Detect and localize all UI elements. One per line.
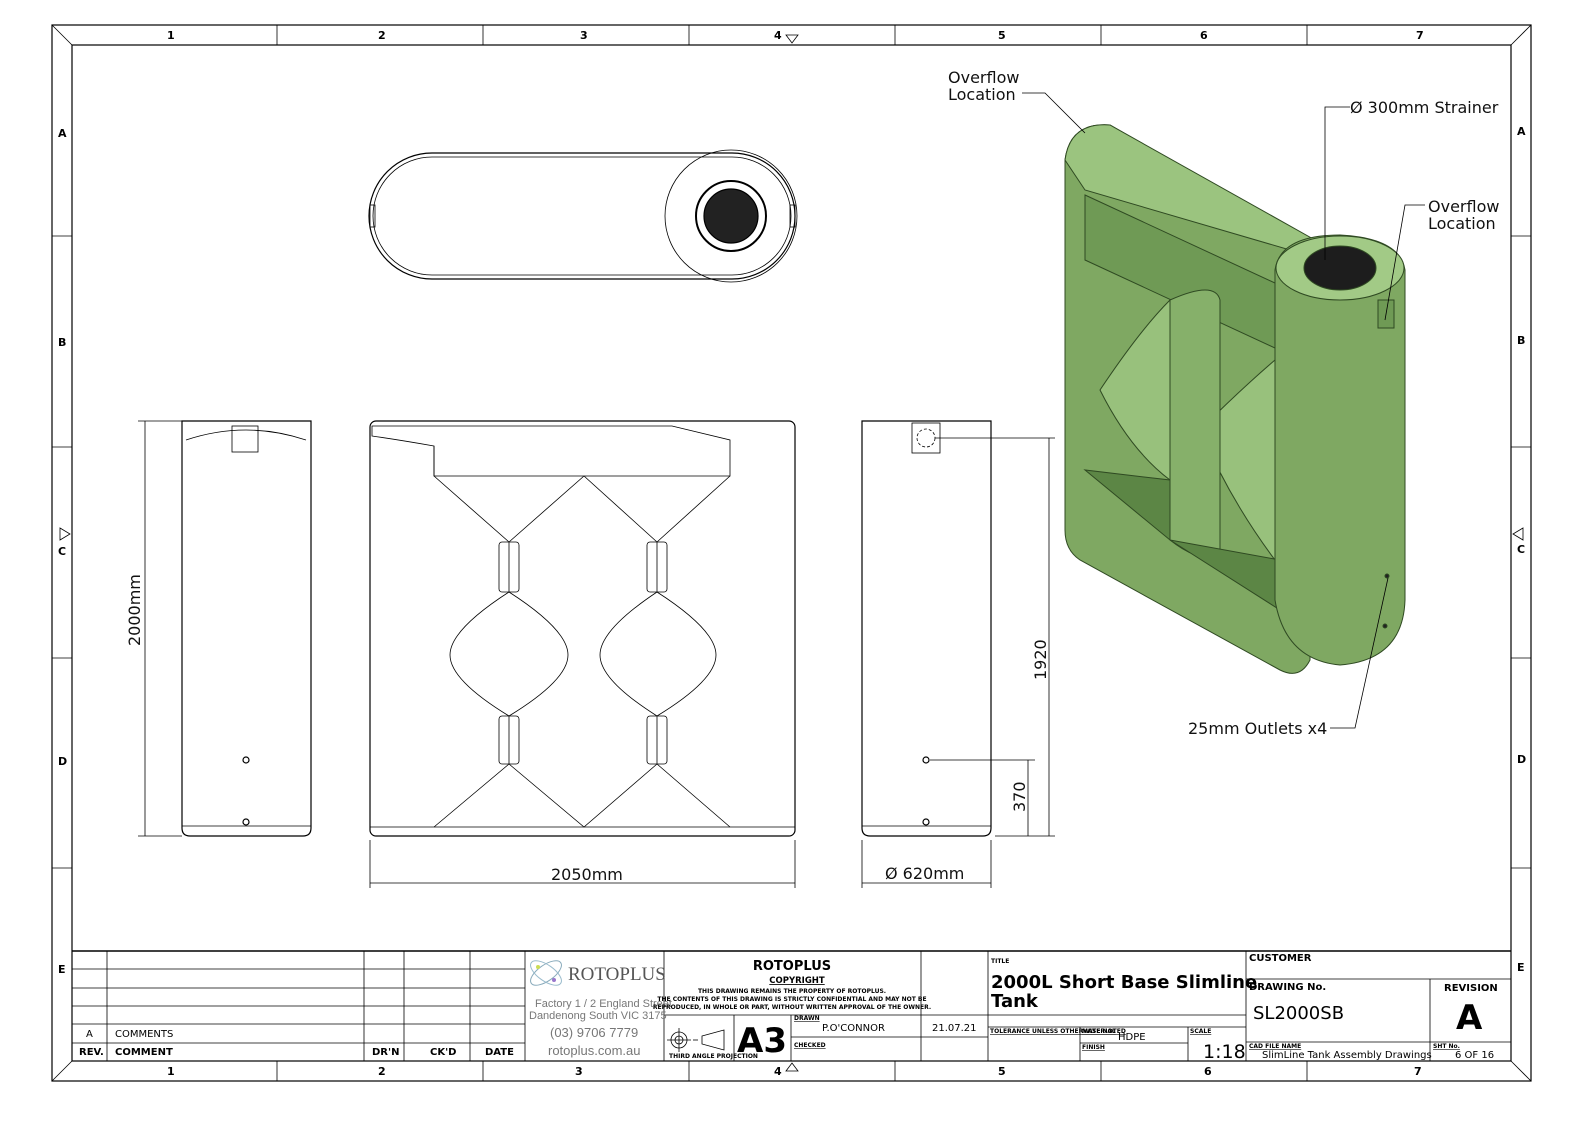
svg-text:2: 2 xyxy=(378,29,386,42)
height-dimension: 2000mm xyxy=(125,574,144,646)
title-block-lines xyxy=(72,950,1511,1061)
company-address-1: Factory 1 / 2 England Street xyxy=(535,998,672,1010)
callout-strainer: Ø 300mm Strainer xyxy=(1350,98,1499,117)
svg-text:7: 7 xyxy=(1414,1065,1422,1078)
scale-value: 1:18 xyxy=(1203,1041,1246,1063)
svg-text:D: D xyxy=(58,755,67,768)
rotoplus-logo: ROTOPLUS xyxy=(530,960,666,986)
sheet-size: A3 xyxy=(737,1021,787,1061)
side-view-right xyxy=(861,420,1055,888)
top-view xyxy=(368,149,798,283)
outlet-height-dimension: 1920 xyxy=(1031,639,1050,680)
company-address-2: Dandenong South VIC 3175 xyxy=(529,1010,667,1022)
svg-text:B: B xyxy=(58,336,66,349)
company-phone: (03) 9706 7779 xyxy=(550,1025,638,1040)
cad-file-name: SlimLine Tank Assembly Drawings xyxy=(1262,1050,1432,1061)
svg-text:7: 7 xyxy=(1416,29,1424,42)
copyright-line-3: REPRODUCED, IN WHOLE OR PART, WITHOUT WR… xyxy=(653,1004,931,1011)
drawing-title-1: 2000L Short Base Slimline xyxy=(991,972,1257,993)
svg-text:A: A xyxy=(1517,125,1526,138)
front-view xyxy=(369,420,796,888)
customer-label: CUSTOMER xyxy=(1249,953,1312,964)
svg-text:B: B xyxy=(1517,334,1525,347)
svg-text:5: 5 xyxy=(998,29,1006,42)
header-checked: CK'D xyxy=(430,1047,456,1058)
drawn-label: DRAWN xyxy=(794,1015,820,1022)
width-dimension: 2050mm xyxy=(551,865,623,884)
drawing-no: SL2000SB xyxy=(1253,1003,1344,1024)
svg-text:6: 6 xyxy=(1204,1065,1212,1078)
rev-comment: COMMENTS xyxy=(115,1029,173,1040)
revision-value: A xyxy=(1456,998,1483,1038)
third-angle-projection-icon xyxy=(667,1028,725,1052)
svg-text:4: 4 xyxy=(774,1065,782,1078)
material-value: HDPE xyxy=(1118,1032,1146,1043)
zone-labels: 1 2 3 4 5 6 7 1 2 3 4 5 6 7 A B C D E A B C D E xyxy=(58,29,1526,1078)
isometric-tank xyxy=(1064,124,1406,674)
drawing-title-2: Tank xyxy=(991,991,1039,1012)
side-view-left xyxy=(138,420,312,837)
outer-border xyxy=(51,24,1532,1082)
rev-value: A xyxy=(86,1029,93,1040)
svg-text:4: 4 xyxy=(774,29,782,42)
header-rev: REV. xyxy=(79,1047,104,1058)
svg-text:A: A xyxy=(58,127,67,140)
projection-label: THIRD ANGLE PROJECTION xyxy=(669,1053,758,1060)
material-label: MATERIAL xyxy=(1082,1028,1116,1035)
corner-lines xyxy=(51,24,1532,1082)
revision-label: REVISION xyxy=(1444,983,1498,994)
drawn-date: 21.07.21 xyxy=(932,1023,977,1034)
callout-overflow-left: Overflow xyxy=(948,68,1019,87)
svg-text:C: C xyxy=(1517,543,1525,556)
copyright-line-2: THE CONTENTS OF THIS DRAWING IS STRICTLY… xyxy=(657,996,926,1003)
svg-text:3: 3 xyxy=(580,29,588,42)
company-website[interactable]: rotoplus.com.au xyxy=(548,1043,641,1058)
svg-text:3: 3 xyxy=(575,1065,583,1078)
zone-ticks xyxy=(52,25,1531,1081)
checked-label: CHECKED xyxy=(794,1042,826,1049)
svg-text:1: 1 xyxy=(167,1065,175,1078)
callout-overflow-right-2: Location xyxy=(1428,214,1496,233)
title-label: TITLE xyxy=(991,958,1009,965)
callout-overflow-right: Overflow xyxy=(1428,197,1499,216)
header-comment: COMMENT xyxy=(115,1047,173,1058)
svg-text:2: 2 xyxy=(378,1065,386,1078)
svg-text:6: 6 xyxy=(1200,29,1208,42)
strainer-opening-icon xyxy=(1303,245,1377,291)
svg-text:1: 1 xyxy=(167,29,175,42)
svg-text:C: C xyxy=(58,545,66,558)
copyright-heading: COPYRIGHT xyxy=(769,976,825,986)
svg-text:E: E xyxy=(58,963,66,976)
diameter-dimension: Ø 620mm xyxy=(885,864,964,883)
svg-text:D: D xyxy=(1517,753,1526,766)
sheet-no: 6 OF 16 xyxy=(1455,1050,1494,1061)
callout-overflow-left-2: Location xyxy=(948,85,1016,104)
lower-outlet-dimension: 370 xyxy=(1010,781,1029,812)
callout-outlets: 25mm Outlets x4 xyxy=(1188,719,1327,738)
tolerance-label: TOLERANCE UNLESS OTHERWISE NOTED xyxy=(990,1028,1126,1035)
header-drawn: DR'N xyxy=(372,1047,399,1058)
leader-lines xyxy=(1022,92,1425,729)
drawn-name: P.O'CONNOR xyxy=(822,1023,885,1034)
logo-text: ROTOPLUS xyxy=(568,964,666,985)
drawing-no-label: DRAWING No. xyxy=(1249,982,1326,993)
header-date: DATE xyxy=(485,1047,514,1058)
copyright-company: ROTOPLUS xyxy=(753,959,831,974)
inner-border xyxy=(71,44,1512,1062)
svg-text:5: 5 xyxy=(998,1065,1006,1078)
copyright-line-1: THIS DRAWING REMAINS THE PROPERTY OF ROT… xyxy=(698,988,886,995)
cad-file-label: CAD FILE NAME xyxy=(1249,1043,1301,1050)
svg-text:E: E xyxy=(1517,961,1525,974)
scale-label: SCALE xyxy=(1190,1028,1211,1035)
finish-label: FINISH xyxy=(1082,1044,1105,1051)
strainer-icon xyxy=(703,188,759,244)
sheet-no-label: SHT No. xyxy=(1433,1043,1460,1050)
